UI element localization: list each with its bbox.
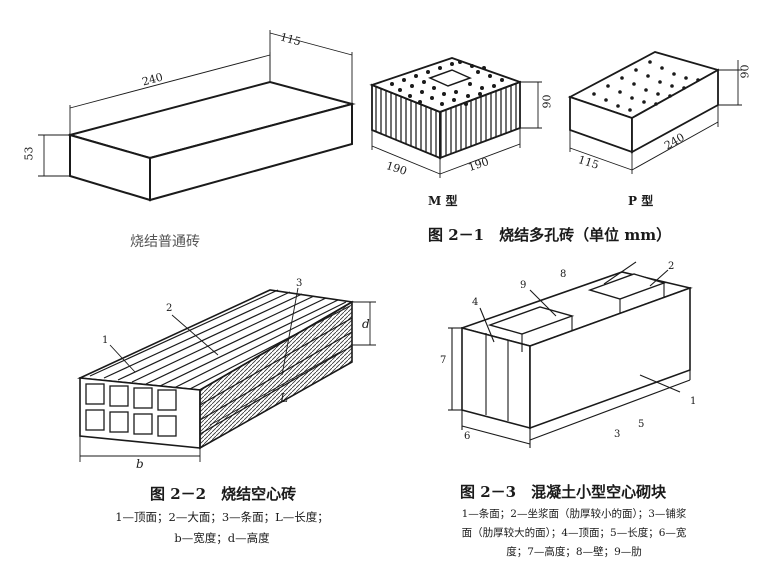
- fig-2-3-callout-4: 4: [472, 297, 479, 308]
- fig-2-3-callout-6: 6: [464, 431, 471, 442]
- p-type-dim-h: 90: [738, 64, 752, 79]
- fig-2-1-caption: 图 2－1 烧结多孔砖（单位 mm）: [428, 226, 672, 244]
- p-type-brick-drawing: [567, 51, 742, 174]
- hollow-brick-drawing: [77, 287, 376, 462]
- fig-2-3-callout-7: 7: [440, 355, 447, 366]
- p-type-label: P 型: [628, 194, 654, 208]
- fig-2-3-caption: 图 2－3 混凝土小型空心砌块: [460, 483, 667, 501]
- fig-2-2-callout-1: 1: [102, 335, 109, 346]
- fig-2-3-callout-8: 8: [560, 269, 567, 280]
- m-type-hole-dots: [390, 60, 504, 106]
- fig-2-2-callout-3: 3: [296, 278, 303, 289]
- fig-2-2-caption: 图 2－2 烧结空心砖: [150, 485, 297, 503]
- fig-2-2-legend-line-2: b—宽度；d—高度: [174, 531, 270, 545]
- fig-2-3-callout-2: 2: [668, 261, 675, 272]
- fig-2-2-callout-b: b: [136, 457, 144, 471]
- fig-2-3-callout-1: 1: [690, 396, 697, 407]
- fig-2-2-callout-L: L: [280, 391, 288, 405]
- fig-2-2-legend-line-1: 1—顶面；2—大面；3—条面；L—长度；: [115, 510, 329, 524]
- fig-2-3-callout-9: 9: [520, 280, 527, 291]
- fig-2-3-callout-5: 5: [638, 419, 645, 430]
- m-type-dim-h: 90: [540, 94, 554, 109]
- fig-2-3-callout-3: 3: [614, 429, 621, 440]
- common-brick-caption: 烧结普通砖: [130, 234, 200, 250]
- common-brick-height-label: 53: [22, 146, 36, 161]
- fig-2-2-callout-d: d: [362, 317, 370, 331]
- fig-2-3-legend-line-1: 1—条面；2—坐浆面（肋厚较小的面）；3—铺浆: [461, 508, 687, 520]
- m-type-brick-drawing: [369, 57, 542, 178]
- concrete-block-drawing: [448, 261, 693, 448]
- p-type-hole-dots: [592, 60, 700, 112]
- fig-2-3-legend-line-2: 面（肋厚较大的面）；4—顶面；5—长度；6—宽: [461, 527, 687, 539]
- fig-2-2-callout-2: 2: [166, 303, 173, 314]
- m-type-label: M 型: [428, 194, 458, 208]
- fig-2-3-legend-line-3: 度；7—高度；8—壁；9—肋: [506, 546, 642, 558]
- common-brick-drawing: [38, 30, 356, 202]
